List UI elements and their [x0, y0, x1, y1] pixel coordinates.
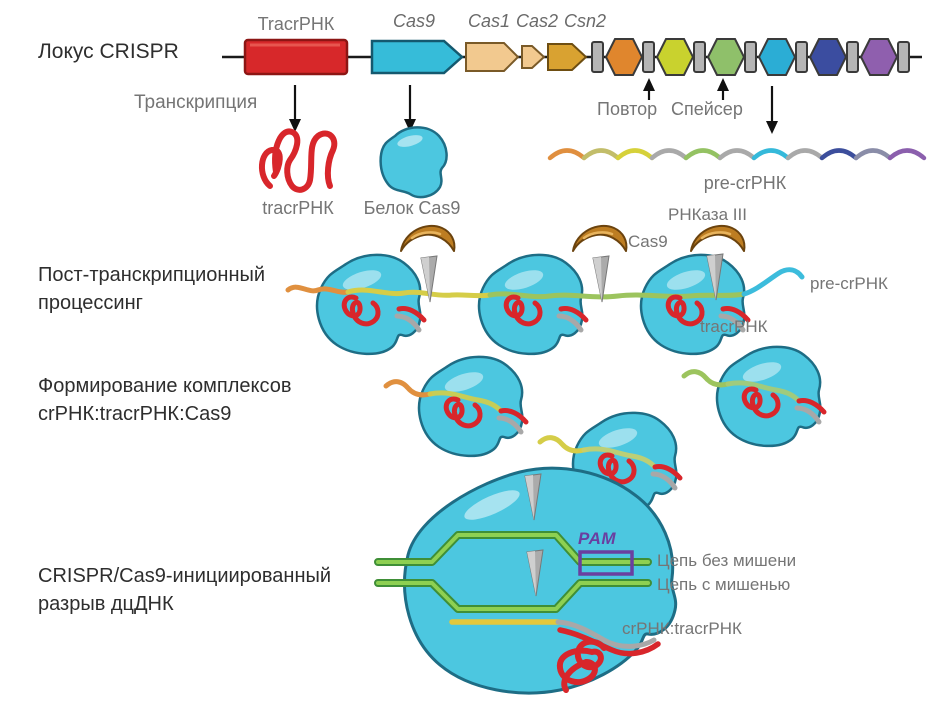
gene-tracr-box [243, 38, 349, 76]
repeat-block [693, 41, 706, 73]
cas9-protein-blob [379, 126, 448, 199]
processing-title-line2: процессинг [38, 292, 143, 314]
tracr-rna-hairpin-large [556, 638, 607, 693]
gene-cas2-arrow [521, 45, 546, 69]
rnase-crescent-icon [399, 224, 456, 253]
crrna-gray-strand [555, 619, 657, 649]
repeat-block [744, 41, 757, 73]
gene-csn2-arrow [547, 43, 588, 71]
tracr-exit-strand [557, 627, 661, 657]
complex-title-line2: crРНК:tracrРНК:Cas9 [38, 403, 232, 425]
rnase-label: РНКаза III [668, 205, 747, 224]
spacer-hexagon [808, 38, 848, 76]
spacer-hexagon [757, 38, 797, 76]
spacer-label: Спейсер [671, 99, 743, 119]
gene-csn2-label: Csn2 [563, 11, 607, 31]
gene-cas1-label: Cas1 [467, 11, 511, 31]
processing-cas9-blob [315, 253, 422, 356]
rnase-crescent-icon [571, 224, 628, 253]
repeat-spacer-array [591, 38, 910, 76]
nontarget-strand-label: Цепь без мишени [657, 551, 797, 570]
repeat-block [642, 41, 655, 73]
gene-cas9-arrow [370, 39, 464, 75]
crispr-locus [222, 38, 922, 76]
transcription-arrows [289, 78, 778, 134]
tracr-rna-hairpin [259, 128, 338, 193]
repeat-block [591, 41, 604, 73]
complex-title-line1: Формирование комплексов [38, 375, 292, 397]
duplex-label: crРНК:tracrРНК [622, 619, 742, 638]
cas9-blob-label: Cas9 [628, 232, 668, 251]
cleavage-title-line2: разрыв дцДНК [38, 593, 174, 615]
complex-blob [383, 355, 526, 458]
repeat-block [795, 41, 808, 73]
complex-blob [681, 345, 824, 448]
repeat-block [897, 41, 910, 73]
cleavage-scene [374, 466, 678, 695]
processing-cas9-blob [477, 253, 584, 356]
pre-crrna-tail-label: pre-crРНК [810, 274, 888, 293]
gene-cas1-arrow [465, 42, 520, 72]
target-strand-label: Цепь с мишенью [657, 575, 791, 594]
gene-tracr-label: TracrРНК [257, 14, 335, 34]
pam-box [578, 550, 634, 576]
complex-row [383, 345, 824, 514]
pre-crrna-label: pre-crРНК [703, 173, 787, 193]
gene-cas2-label: Cas2 [515, 11, 559, 31]
pre-crrna-wave [547, 148, 927, 161]
tracr-rna-duplex-label: tracrРНК [700, 317, 768, 336]
spacer-hexagon [859, 38, 899, 76]
cas9-protein-label: Белок Cas9 [363, 198, 461, 218]
gene-cas9-label: Cas9 [392, 11, 436, 31]
tracr-rna-label: tracrРНК [262, 198, 334, 218]
repeat-block [846, 41, 859, 73]
spacer-hexagon [706, 38, 746, 76]
locus-title: Локус CRISPR [38, 40, 179, 63]
rnase-crescent-icon [689, 224, 746, 253]
transcription-label: Транскрипция [134, 92, 258, 113]
processing-row [285, 224, 805, 356]
repeat-label: Повтор [597, 99, 658, 119]
processing-title-line1: Пост-транскрипционный [38, 264, 266, 286]
pam-label: PAM [578, 529, 617, 548]
spacer-hexagon [604, 38, 644, 76]
processing-cas9-blob [639, 253, 746, 356]
spacer-hexagon [655, 38, 695, 76]
complex-blob [537, 411, 680, 514]
cleavage-title-line1: CRISPR/Cas9-инициированный [38, 565, 332, 587]
